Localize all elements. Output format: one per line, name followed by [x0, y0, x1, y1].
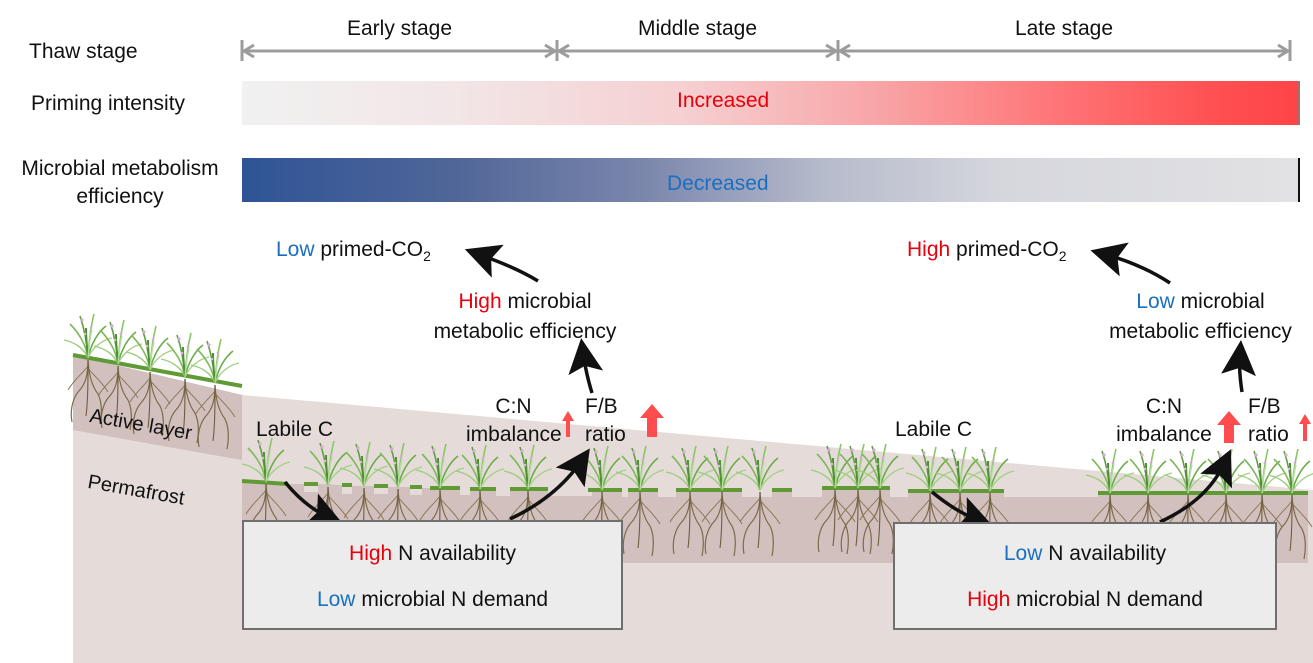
priming-intensity-gradient-bar: Increased — [242, 81, 1300, 125]
left-cn-imbalance-label: C:N imbalance — [466, 395, 562, 447]
left-fb-line2: ratio — [585, 423, 626, 446]
stage-middle-label: Middle stage — [637, 17, 758, 40]
left-process-arrows — [283, 244, 604, 526]
right-box-line1-level: Low — [1003, 542, 1043, 565]
right-nitrogen-box: Low N availability High microbial N dema… — [893, 522, 1277, 630]
fb-to-efficiency-arrow — [568, 338, 604, 394]
right-co2-level: High — [907, 238, 951, 261]
right-fb-up-arrow-small — [1299, 414, 1311, 441]
left-cn-line2: imbalance — [466, 423, 562, 446]
left-co2-level: Low — [276, 238, 315, 261]
stage-late-label: Late stage — [1014, 17, 1114, 40]
grass-tuft — [1267, 448, 1313, 494]
right-labile-c-label: Labile C — [895, 418, 973, 441]
right-fb-line2: ratio — [1248, 423, 1289, 446]
labile-c-to-box-arrow — [283, 480, 343, 526]
left-box-line2-text: microbial N demand — [361, 588, 549, 611]
right-efficiency-line2: metabolic efficiency — [1109, 320, 1292, 343]
right-fb-ratio-label: F/B ratio — [1248, 395, 1289, 447]
right-box-line1: Low N availability — [895, 542, 1275, 566]
right-box-line2-text: microbial N demand — [1016, 588, 1203, 611]
right-fb-line1: F/B — [1248, 395, 1281, 418]
efficiency-bar-label: Decreased — [667, 172, 769, 195]
left-cn-up-arrow-small — [562, 411, 574, 437]
right-efficiency-label: Low microbial metabolic efficiency — [1088, 290, 1313, 344]
left-fb-ratio-label: F/B ratio — [585, 395, 626, 447]
stage-early-label: Early stage — [346, 17, 453, 40]
efficiency-bar-end-marker — [1298, 158, 1300, 202]
right-cn-line1: C:N — [1145, 395, 1183, 418]
labile-c-to-box-arrow — [930, 490, 994, 530]
right-co2-subscript: 2 — [1058, 248, 1067, 264]
priming-intensity-label: Priming intensity — [31, 92, 186, 115]
right-cn-imbalance-label: C:N imbalance — [1116, 395, 1212, 447]
efficiency-label: Microbial metabolism efficiency — [0, 157, 240, 209]
right-efficiency-level: Low — [1136, 290, 1175, 313]
left-nitrogen-box: High N availability Low microbial N dema… — [242, 520, 623, 630]
left-co2-label: Low primed-CO2 — [276, 238, 431, 264]
fb-to-efficiency-arrow — [1221, 340, 1256, 393]
left-box-line1: High N availability — [244, 542, 621, 566]
right-box-line1-text: N availability — [1048, 542, 1167, 565]
efficiency-to-co2-arrow — [464, 244, 539, 283]
efficiency-to-co2-arrow — [1090, 242, 1171, 285]
left-labile-c-label: Labile C — [256, 418, 334, 441]
thaw-stage-timeline — [240, 40, 1292, 61]
right-box-line2: High microbial N demand — [895, 588, 1275, 612]
left-box-line2: Low microbial N demand — [244, 588, 621, 612]
left-co2-subscript: 2 — [423, 248, 431, 264]
left-efficiency-level: High — [458, 290, 502, 313]
left-efficiency-line1: microbial — [507, 290, 592, 313]
active-layer-upper — [73, 355, 242, 460]
priming-bar-end-marker — [1298, 81, 1300, 125]
right-co2-label: High primed-CO2 — [907, 238, 1067, 264]
left-box-line1-level: High — [349, 542, 393, 565]
increase-indicators — [562, 404, 1311, 443]
left-box-line2-level: Low — [316, 588, 356, 611]
efficiency-label-line1: Microbial metabolism — [21, 157, 219, 180]
left-co2-text: primed-CO — [320, 238, 424, 261]
efficiency-gradient-bar: Decreased — [242, 158, 1300, 202]
box-to-cn-arrow — [509, 448, 590, 521]
left-deep-permafrost — [73, 460, 242, 663]
efficiency-label-line2: efficiency — [76, 185, 164, 208]
thaw-stage-label: Thaw stage — [29, 40, 138, 63]
priming-bar-label: Increased — [677, 89, 770, 112]
left-box-line1-text: N availability — [398, 542, 516, 565]
right-cn-line2: imbalance — [1116, 423, 1212, 446]
right-process-arrows — [930, 242, 1256, 530]
right-efficiency-line1: microbial — [1180, 290, 1265, 313]
right-co2-text: primed-CO — [956, 238, 1059, 261]
right-cn-up-arrow-large — [1217, 411, 1241, 443]
right-box-line2-level: High — [967, 588, 1011, 611]
left-fb-up-arrow-large — [640, 404, 664, 437]
left-efficiency-label: High microbial metabolic efficiency — [405, 290, 645, 344]
left-efficiency-line2: metabolic efficiency — [433, 320, 617, 343]
box-to-cn-arrow — [1159, 449, 1233, 524]
left-fb-line1: F/B — [585, 395, 618, 418]
left-cn-line1: C:N — [495, 395, 532, 418]
